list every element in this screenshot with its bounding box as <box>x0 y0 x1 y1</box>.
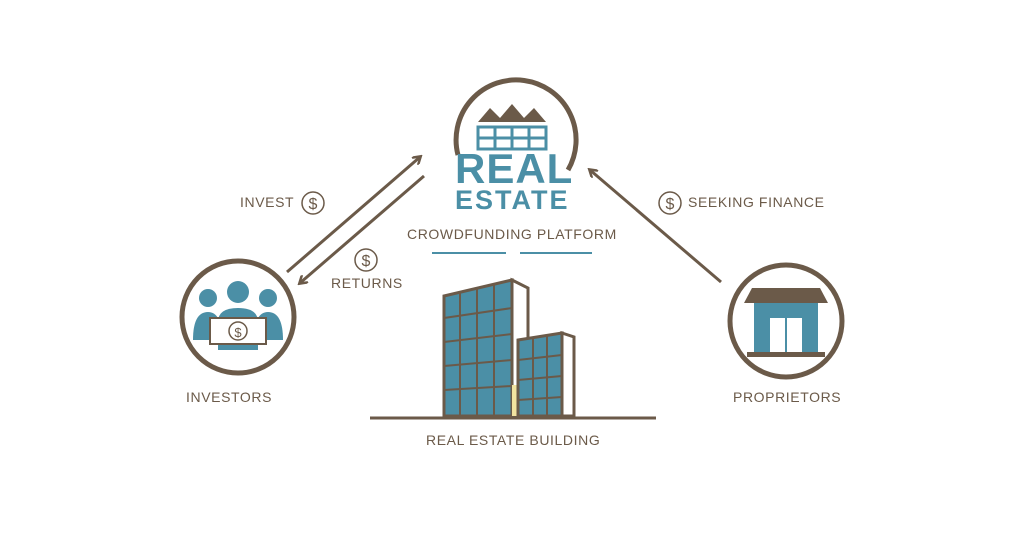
seeking-finance-arrow <box>590 170 722 284</box>
investors-ring <box>179 258 297 376</box>
house-roof-icon <box>478 104 546 122</box>
store-icon <box>744 288 828 357</box>
returns-arrow <box>300 174 425 283</box>
invest-arrow <box>286 157 420 274</box>
proprietors-ring <box>727 262 845 380</box>
returns-label: RETURNS <box>331 275 403 291</box>
returns-dollar-symbol: $ <box>362 253 371 270</box>
investors-label: INVESTORS <box>186 389 273 405</box>
building-label: REAL ESTATE BUILDING <box>426 432 601 448</box>
seeking-coin-icon <box>658 191 682 215</box>
logo-word-estate: ESTATE <box>455 185 570 215</box>
seeking-dollar-symbol: $ <box>666 196 675 213</box>
seeking-finance-label: SEEKING FINANCE <box>688 194 825 210</box>
returns-coin-icon <box>354 248 378 272</box>
platform-logo <box>432 77 592 254</box>
investors-people-icon <box>193 281 283 350</box>
short-tower-icon <box>512 330 576 418</box>
investors-node: $ <box>179 258 297 376</box>
logo-ring <box>453 77 579 172</box>
investors-dollar-symbol: $ <box>234 325 242 340</box>
logo-word-real: REAL <box>455 145 574 192</box>
proprietors-label: PROPRIETORS <box>733 389 842 405</box>
invest-dollar-symbol: $ <box>309 196 318 213</box>
invest-label: INVEST <box>240 194 295 210</box>
proprietors-node <box>727 262 845 380</box>
building-node <box>370 277 656 420</box>
invest-coin-icon <box>301 191 325 215</box>
platform-caption: CROWDFUNDING PLATFORM <box>407 226 617 242</box>
